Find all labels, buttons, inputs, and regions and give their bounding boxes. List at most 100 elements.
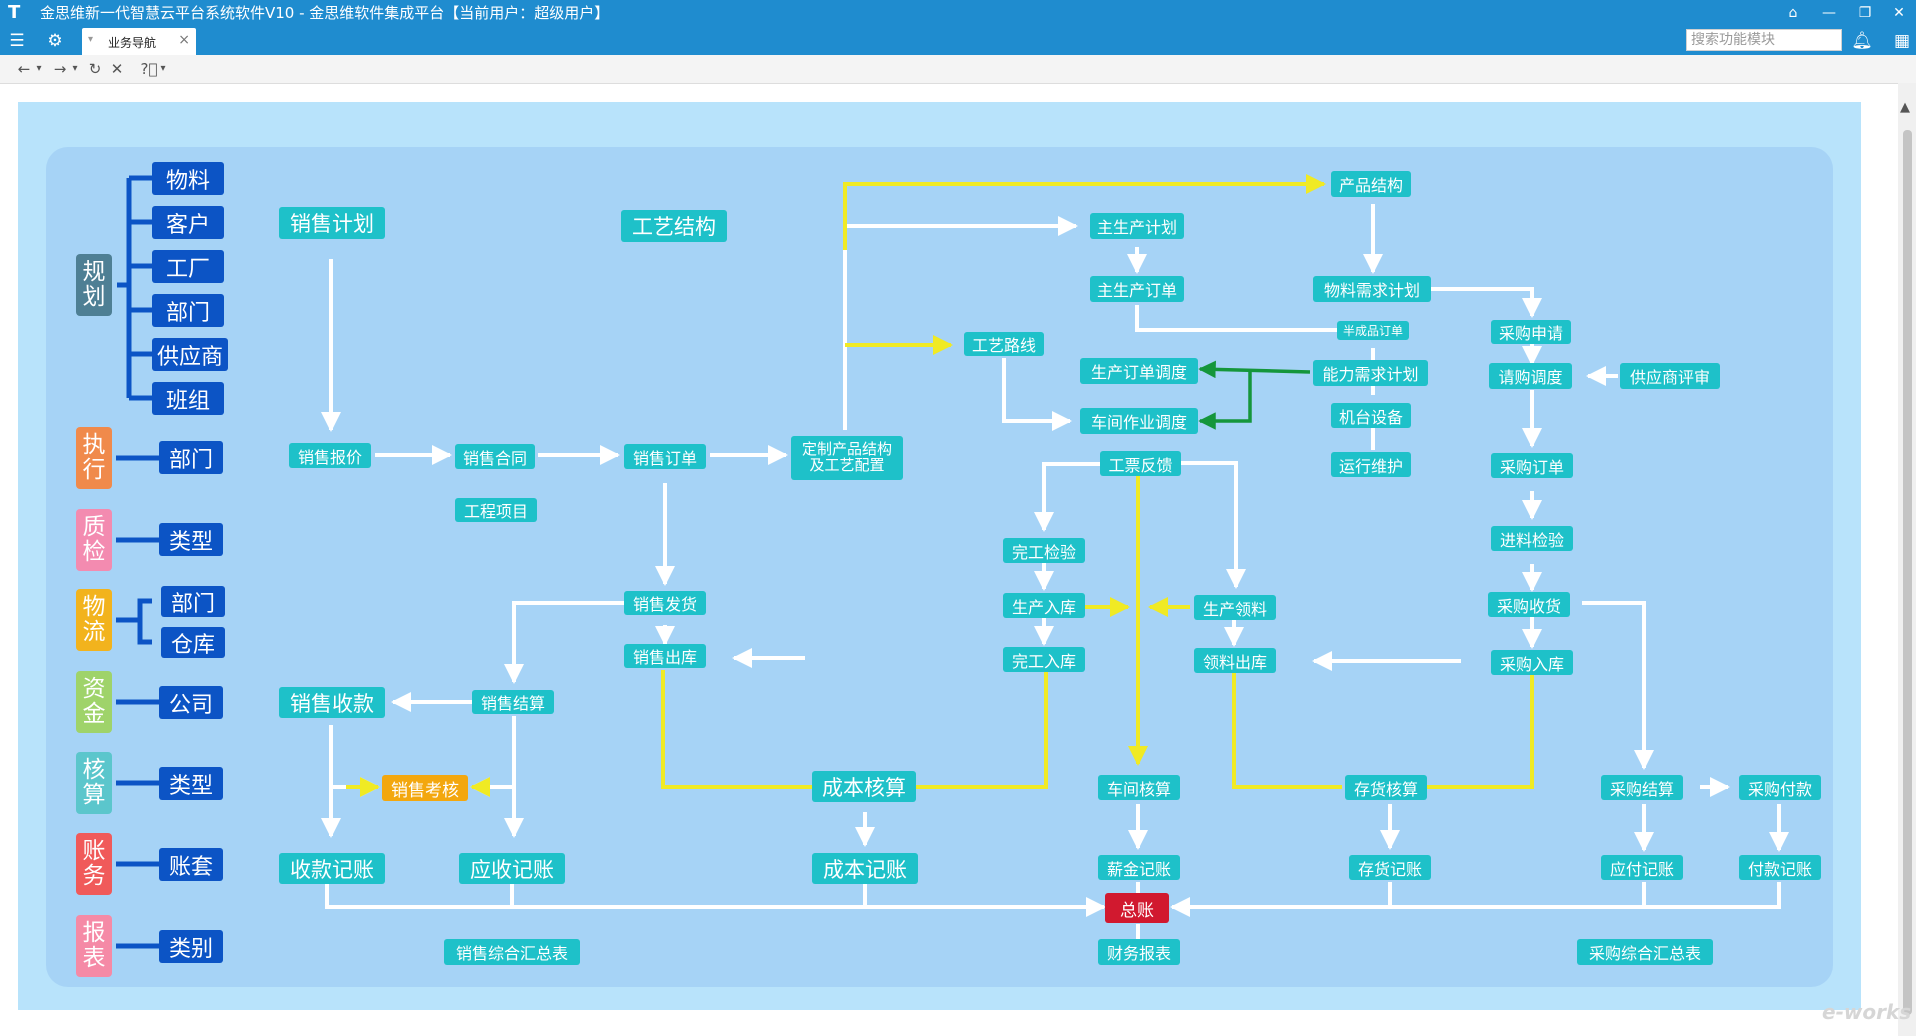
node-ap-post[interactable]: 应付记账: [1601, 855, 1683, 880]
pin-icon[interactable]: ⌂: [1788, 5, 1798, 21]
node-sales-quote[interactable]: 销售报价: [289, 443, 371, 468]
node-supplier-eval[interactable]: 供应商评审: [1620, 363, 1720, 389]
node-sales-order[interactable]: 销售订单: [624, 444, 706, 469]
node-finance-report[interactable]: 财务报表: [1098, 939, 1180, 965]
node-cost-post[interactable]: 成本记账: [812, 853, 918, 884]
node-mrp[interactable]: 物料需求计划: [1313, 276, 1431, 302]
node-prod-dispatch[interactable]: 生产订单调度: [1080, 358, 1198, 384]
node-product-structure[interactable]: 产品结构: [1331, 171, 1411, 197]
back-dropdown-icon[interactable]: ▾: [36, 63, 42, 74]
search-input[interactable]: [1686, 29, 1842, 51]
gear-icon[interactable]: ⚙: [47, 31, 63, 51]
category-plan[interactable]: 规划: [76, 254, 112, 316]
node-purchase-order[interactable]: 采购订单: [1491, 453, 1573, 478]
node-purchase-request[interactable]: 采购申请: [1491, 320, 1571, 344]
bell-icon[interactable]: 🔔︎: [1851, 31, 1873, 51]
help-icon[interactable]: ?⃝: [140, 60, 158, 78]
qc-item-type[interactable]: 类型: [159, 523, 223, 556]
node-routing[interactable]: 工艺路线: [964, 332, 1044, 356]
category-accounting[interactable]: 核算: [76, 752, 112, 814]
close-window-button[interactable]: ✕: [1893, 5, 1905, 21]
node-prod-in[interactable]: 生产入库: [1003, 593, 1085, 618]
node-payment[interactable]: 采购付款: [1739, 775, 1821, 800]
node-capacity-plan[interactable]: 能力需求计划: [1313, 360, 1428, 386]
scroll-up-icon[interactable]: ▲: [1900, 100, 1910, 115]
node-process-structure[interactable]: 工艺结构: [621, 210, 727, 242]
node-prod-issue[interactable]: 生产领料: [1194, 595, 1276, 620]
chevron-down-icon: ▾: [88, 34, 94, 45]
node-sales-out[interactable]: 销售出库: [624, 644, 706, 668]
plan-item-supplier[interactable]: 供应商: [152, 338, 228, 371]
node-engineering[interactable]: 工程项目: [455, 498, 537, 522]
category-report[interactable]: 报表: [76, 915, 112, 977]
exec-item-department[interactable]: 部门: [159, 441, 223, 474]
node-purchase-receive[interactable]: 采购收货: [1488, 592, 1570, 617]
tab-close-icon[interactable]: ×: [178, 32, 190, 48]
forward-dropdown-icon[interactable]: ▾: [72, 63, 78, 74]
node-sales-receipt[interactable]: 销售收款: [279, 687, 385, 718]
node-finish-in[interactable]: 完工入库: [1003, 647, 1085, 672]
node-purchase-summary[interactable]: 采购综合汇总表: [1577, 939, 1713, 965]
node-material-out[interactable]: 领料出库: [1194, 648, 1276, 673]
apps-grid-icon[interactable]: ▦: [1893, 31, 1911, 51]
node-mps[interactable]: 主生产计划: [1090, 213, 1184, 239]
node-payment-post[interactable]: 付款记账: [1739, 855, 1821, 880]
toolbar: ← ▾ → ▾ ↻ ✕ ?⃝ ▾: [0, 55, 1916, 84]
plan-item-material[interactable]: 物料: [152, 162, 224, 195]
node-incoming-check[interactable]: 进料检验: [1491, 526, 1573, 551]
help-dropdown-icon[interactable]: ▾: [160, 63, 166, 74]
stop-icon[interactable]: ✕: [110, 60, 124, 78]
node-purchase-settle[interactable]: 采购结算: [1601, 775, 1683, 800]
refresh-icon[interactable]: ↻: [88, 60, 102, 78]
plan-item-department[interactable]: 部门: [152, 294, 224, 327]
category-finance[interactable]: 账务: [76, 833, 112, 895]
restore-button[interactable]: ❐: [1858, 5, 1872, 21]
node-maintenance[interactable]: 运行维护: [1331, 452, 1411, 477]
node-general-ledger[interactable]: 总账: [1105, 893, 1169, 923]
node-ar-post[interactable]: 应收记账: [459, 853, 565, 884]
node-master-order[interactable]: 主生产订单: [1090, 276, 1184, 302]
business-navigation-panel: [46, 147, 1833, 987]
plan-item-factory[interactable]: 工厂: [152, 250, 224, 283]
node-sales-settle[interactable]: 销售结算: [472, 690, 554, 714]
tab-business-navigation[interactable]: ▾ 业务导航 ×: [82, 28, 196, 55]
minimize-button[interactable]: —: [1822, 5, 1836, 21]
menu-icon[interactable]: ☰: [9, 31, 25, 51]
scroll-thumb[interactable]: [1903, 130, 1912, 1015]
node-sales-summary[interactable]: 销售综合汇总表: [444, 939, 580, 965]
node-work-ticket[interactable]: 工票反馈: [1100, 451, 1181, 476]
node-sales-contract[interactable]: 销售合同: [455, 444, 535, 469]
node-semi-order[interactable]: 半成品订单: [1337, 321, 1409, 340]
node-cost-calc[interactable]: 成本核算: [812, 771, 916, 802]
node-sales-plan[interactable]: 销售计划: [279, 207, 385, 239]
category-funds[interactable]: 资金: [76, 671, 112, 733]
category-qc[interactable]: 质检: [76, 509, 112, 571]
forward-arrow-icon[interactable]: →: [53, 60, 67, 78]
node-receipt-post[interactable]: 收款记账: [279, 853, 385, 884]
node-sales-eval[interactable]: 销售考核: [382, 775, 468, 801]
plan-item-team[interactable]: 班组: [152, 382, 224, 415]
accounting-item-type[interactable]: 类型: [159, 767, 223, 800]
node-completion-check[interactable]: 完工检验: [1003, 538, 1085, 563]
node-machine[interactable]: 机台设备: [1331, 403, 1411, 428]
node-sales-ship[interactable]: 销售发货: [624, 591, 706, 615]
node-purchase-dispatch[interactable]: 请购调度: [1489, 363, 1572, 389]
plan-item-customer[interactable]: 客户: [152, 206, 224, 239]
category-exec[interactable]: 执行: [76, 427, 112, 489]
logistics-item-department[interactable]: 部门: [161, 586, 225, 617]
finance-item-ledger[interactable]: 账套: [159, 848, 223, 881]
back-arrow-icon[interactable]: ←: [17, 60, 31, 78]
node-inventory-calc[interactable]: 存货核算: [1345, 775, 1427, 800]
node-inventory-post[interactable]: 存货记账: [1349, 855, 1431, 880]
app-logo-icon: T: [8, 2, 21, 23]
node-custom-product[interactable]: 定制产品结构及工艺配置: [791, 436, 903, 480]
node-shop-dispatch[interactable]: 车间作业调度: [1080, 408, 1198, 434]
node-shop-calc[interactable]: 车间核算: [1098, 775, 1180, 800]
node-purchase-in[interactable]: 采购入库: [1491, 650, 1573, 675]
logistics-item-warehouse[interactable]: 仓库: [161, 627, 225, 658]
category-logistics[interactable]: 物流: [76, 589, 112, 651]
node-salary-post[interactable]: 薪金记账: [1098, 855, 1180, 880]
funds-item-company[interactable]: 公司: [159, 686, 223, 719]
watermark-logo: e-works: [1822, 1000, 1912, 1024]
report-item-category[interactable]: 类别: [159, 930, 223, 963]
